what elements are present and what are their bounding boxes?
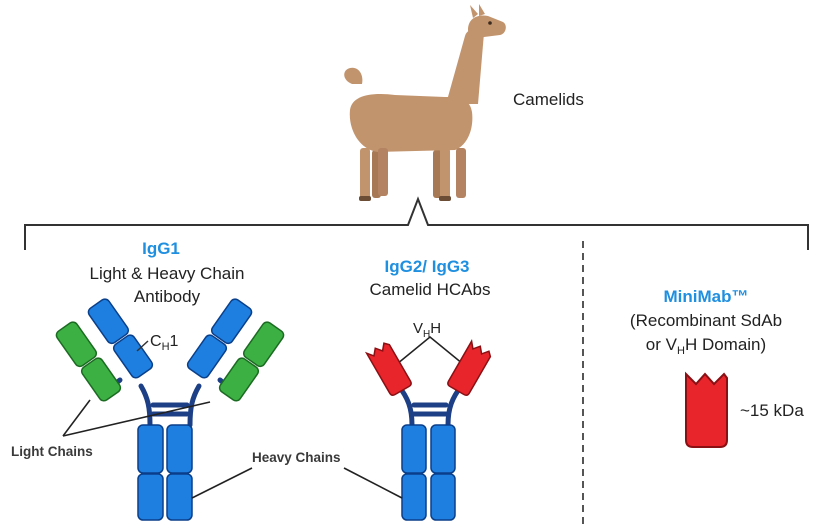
heavy-chains-label: Heavy Chains <box>252 450 341 465</box>
group-bracket <box>24 196 809 250</box>
igg1-title: IgG1 <box>142 239 180 258</box>
vhh-domain-icon <box>685 371 728 448</box>
igg1-antibody-icon <box>55 298 285 521</box>
camelids-label: Camelids <box>513 90 584 109</box>
minimab-size-label: ~15 kDa <box>740 401 804 420</box>
igg23-title: IgG2/ IgG3 <box>384 257 469 276</box>
heavy-chains-pointers <box>191 467 403 499</box>
vhh-pointers <box>396 336 464 365</box>
minimab-description-line2: or VHH Domain) <box>646 335 766 357</box>
minimab-title: MiniMab™ <box>664 287 749 306</box>
vhh-label: VHH <box>413 320 441 340</box>
llama-icon <box>344 4 506 201</box>
ch1-label: CH1 <box>150 333 179 353</box>
ch1-pointer <box>136 340 149 352</box>
igg1-description-line2: Antibody <box>134 287 201 306</box>
light-chains-pointers <box>62 399 211 437</box>
igg1-description-line1: Light & Heavy Chain <box>90 264 245 283</box>
igg23-description: Camelid HCAbs <box>370 280 491 299</box>
hcab-antibody-icon <box>364 339 492 521</box>
minimab-description-line1: (Recombinant SdAb <box>630 311 782 330</box>
light-chains-label: Light Chains <box>11 444 93 459</box>
